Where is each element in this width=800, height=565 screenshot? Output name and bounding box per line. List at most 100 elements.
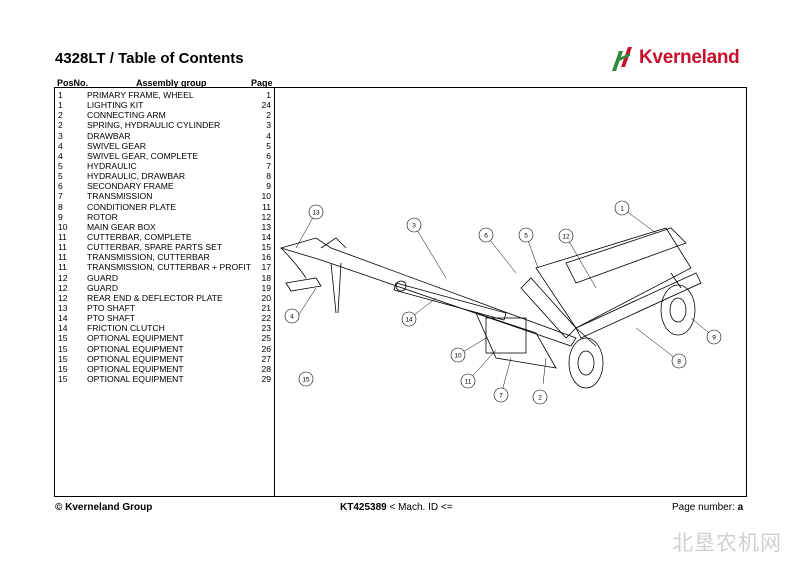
toc-row[interactable]: 12 GUARD 18 (57, 273, 273, 283)
toc-group: PTO SHAFT (87, 313, 136, 324)
toc-pos: 10 (58, 221, 68, 232)
toc-row[interactable]: 10 MAIN GEAR BOX 13 (57, 222, 273, 232)
toc-pos: 11 (58, 242, 67, 253)
toc-page: 26 (261, 343, 271, 354)
callout-circle (493, 387, 509, 403)
rotor-cover (535, 227, 692, 329)
callout-circle (614, 200, 630, 216)
toc-group: GUARD (87, 272, 119, 283)
toc-group: OPTIONAL EQUIPMENT (87, 353, 184, 364)
toc-page: 29 (261, 373, 271, 384)
toc-pos: 8 (58, 201, 63, 212)
toc-page: 3 (266, 120, 271, 131)
callout-number: 4 (290, 313, 294, 320)
toc-page: 13 (261, 221, 271, 232)
right-wheel (660, 284, 696, 336)
callout-number: 14 (405, 316, 413, 323)
callout-circle (308, 204, 324, 220)
toc-row[interactable]: 4 SWIVEL GEAR 5 (57, 141, 273, 151)
toc-row[interactable]: 14 PTO SHAFT 22 (57, 313, 273, 323)
toc-pos: 11 (58, 262, 67, 273)
toc-pos: 14 (58, 323, 68, 334)
toc-pos: 14 (58, 313, 68, 324)
toc-pos: 3 (58, 130, 63, 141)
jack-stand (330, 262, 337, 314)
toc-group: PTO SHAFT (87, 302, 136, 313)
toc-pos: 7 (58, 191, 63, 202)
toc-group: GUARD (87, 282, 119, 293)
toc-group: SWIVEL GEAR (87, 140, 146, 151)
gearbox-housing (475, 312, 557, 369)
toc-pos: 4 (58, 150, 63, 161)
toc-page: 5 (266, 140, 271, 151)
callout-number: 9 (712, 334, 716, 341)
toc-group: DRAWBAR (87, 130, 131, 141)
footer-page-number: Page number: a (672, 502, 743, 513)
toc-page: 25 (261, 333, 271, 344)
toc-group: OPTIONAL EQUIPMENT (87, 363, 184, 374)
toc-page: 24 (261, 100, 271, 111)
callout-number: 11 (465, 378, 472, 385)
toc-group: LIGHTING KIT (87, 100, 144, 111)
toc-group: TRANSMISSION, CUTTERBAR + PROFIT (87, 262, 252, 273)
toc-page: 17 (261, 262, 271, 273)
toc-pos: 12 (58, 282, 68, 293)
toc-pos: 5 (58, 160, 63, 171)
toc-page: 22 (261, 313, 271, 324)
toc-page: 27 (261, 353, 271, 364)
callout-number: 7 (499, 392, 503, 399)
toc-group: OPTIONAL EQUIPMENT (87, 333, 184, 344)
toc-group: MAIN GEAR BOX (87, 221, 156, 232)
toc-row[interactable]: 11 TRANSMISSION, CUTTERBAR + PROFIT 17 (57, 262, 273, 272)
kverneland-emblem-icon (612, 47, 632, 71)
toc-pos: 4 (58, 140, 63, 151)
footer-copyright: © Kverneland Group (55, 502, 153, 513)
toc-group: ROTOR (87, 211, 118, 222)
toc-row[interactable]: 1 LIGHTING KIT 24 (57, 100, 273, 110)
toc-pos: 1 (58, 100, 63, 111)
mach-id-label: < Mach. ID <= (386, 502, 453, 513)
col-header-page: Page (251, 78, 273, 88)
toc-group: CONNECTING ARM (87, 110, 166, 121)
toc-page: 1 (266, 90, 271, 100)
toc-page: 23 (261, 323, 271, 334)
hitch-part (285, 277, 322, 292)
footer-doc-id: KT425389 < Mach. ID <= (340, 502, 453, 513)
toc-page: 18 (261, 272, 271, 283)
toc-page: 15 (261, 242, 271, 253)
callout-circle (518, 227, 534, 243)
toc-pos: 5 (58, 171, 63, 182)
callout-number: 10 (454, 352, 462, 359)
toc-page: 6 (266, 150, 271, 161)
toc-pos: 2 (58, 120, 63, 131)
toc-pos: 12 (58, 272, 68, 283)
toc-page: 9 (266, 181, 271, 192)
callout-circle (478, 227, 494, 243)
toc-pos: 15 (58, 363, 68, 374)
page-number-label: Page number: (672, 502, 738, 513)
